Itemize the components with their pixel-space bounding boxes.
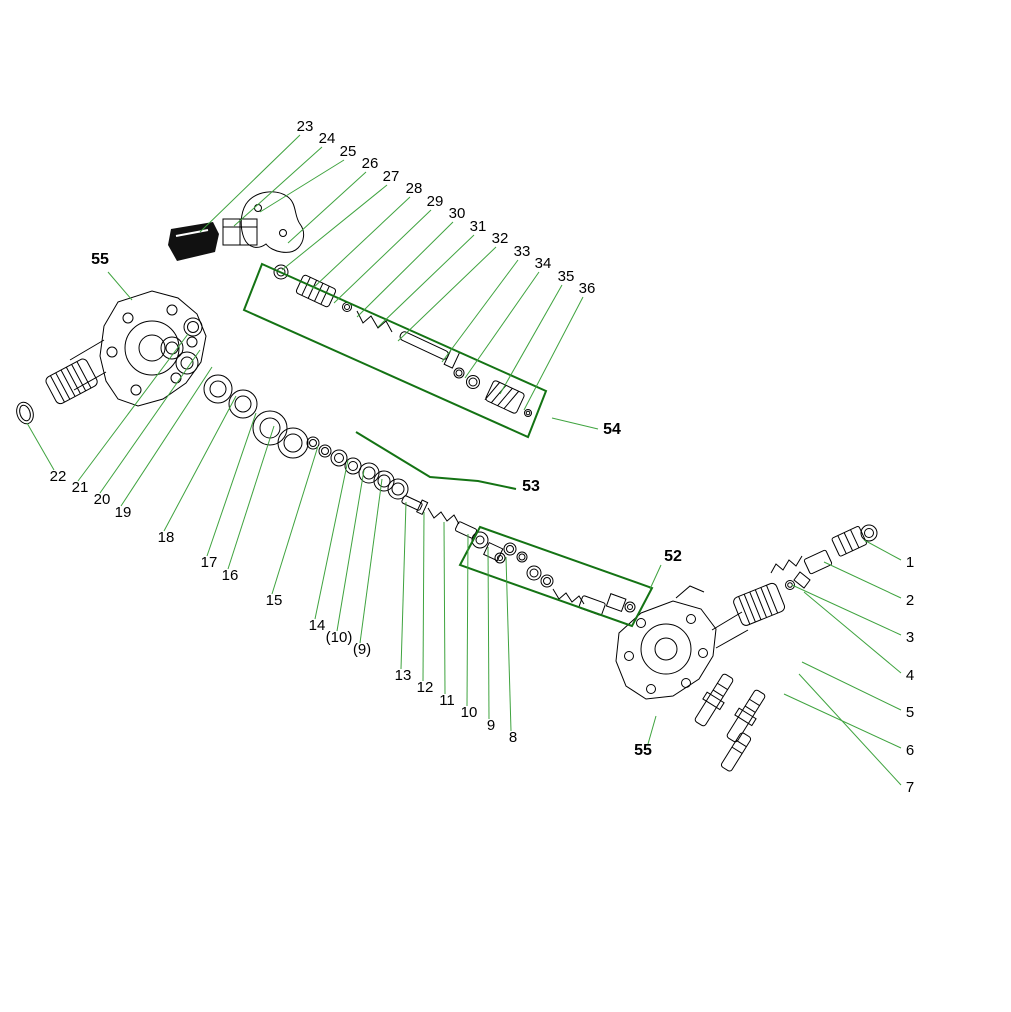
callout-30: 30	[449, 205, 466, 222]
leader-line-9	[397, 246, 497, 342]
leader-line-24	[227, 425, 275, 570]
callout-14: 14	[309, 617, 326, 634]
callout-10: 10	[461, 704, 478, 721]
leader-line-27	[336, 469, 365, 632]
callout-4: 4	[906, 667, 914, 684]
leader-line-17	[647, 715, 657, 745]
leader-line-36	[823, 561, 902, 599]
callout-labels-layer: 2324252627282930313233343536555453525522…	[50, 118, 915, 796]
leader-line-25	[271, 445, 319, 595]
callout-32: 32	[492, 230, 509, 247]
leader-line-28	[359, 478, 383, 644]
leader-line-29	[400, 501, 407, 670]
callout-35: 35	[558, 268, 575, 285]
callout-7: 7	[906, 779, 914, 796]
callout-13: 13	[395, 667, 412, 684]
callout-28: 28	[406, 180, 423, 197]
callout-16: 16	[222, 567, 239, 584]
leader-line-18	[26, 422, 55, 471]
group-53-outline	[355, 431, 517, 490]
pump-housing-left	[45, 290, 207, 407]
callout-9-paren: (9)	[353, 641, 371, 658]
outlet-valve-parts	[503, 542, 636, 616]
leader-line-2	[259, 159, 345, 213]
leader-line-39	[801, 661, 902, 711]
callout-17: 17	[201, 554, 218, 571]
leader-line-19	[77, 333, 189, 482]
callout-19: 19	[115, 504, 132, 521]
fittings-right	[770, 524, 878, 590]
callout-12: 12	[417, 679, 434, 696]
leader-line-6	[333, 209, 432, 304]
leader-line-15	[551, 417, 599, 430]
leader-line-0	[199, 134, 301, 233]
leader-line-30	[422, 511, 425, 682]
callout-25: 25	[340, 143, 357, 160]
leader-line-37	[791, 584, 902, 636]
group-label-53: 53	[522, 478, 540, 495]
callout-5: 5	[906, 704, 914, 721]
valve-kit-parts	[273, 264, 532, 417]
leader-line-16	[649, 564, 662, 590]
leader-line-14	[107, 271, 133, 301]
callout-21: 21	[72, 479, 89, 496]
leader-line-34	[505, 556, 512, 732]
leader-line-21	[120, 366, 213, 507]
group-label-55-left: 55	[91, 251, 109, 268]
callout-8: 8	[509, 729, 517, 746]
leader-line-10	[441, 259, 519, 363]
leader-line-32	[466, 533, 469, 707]
leader-line-1	[233, 146, 323, 227]
leader-line-12	[499, 284, 563, 395]
group-label-52: 52	[664, 548, 682, 565]
leader-line-35	[863, 539, 902, 561]
callout-11: 11	[439, 692, 455, 709]
group-label-55-right: 55	[634, 742, 652, 759]
pump-housing-right	[615, 582, 786, 700]
leader-line-11	[464, 271, 540, 379]
callout-27: 27	[383, 168, 400, 185]
leader-line-22	[163, 395, 237, 532]
unloader-assembly	[168, 191, 305, 261]
callout-6: 6	[906, 742, 914, 759]
leader-line-23	[206, 412, 257, 557]
callout-2: 2	[906, 592, 914, 609]
leader-line-7	[356, 221, 454, 318]
leader-line-13	[523, 296, 584, 411]
callout-3: 3	[906, 629, 914, 646]
leader-line-3	[287, 171, 367, 244]
leader-line-8	[377, 234, 475, 328]
leader-line-5	[311, 196, 411, 290]
callout-24: 24	[319, 130, 336, 147]
piston-rods	[694, 673, 766, 772]
callout-33: 33	[514, 243, 531, 260]
callout-18: 18	[158, 529, 175, 546]
callout-29: 29	[427, 193, 444, 210]
leader-line-33	[487, 546, 490, 720]
group-54-outline	[242, 262, 548, 439]
leader-line-31	[443, 521, 446, 695]
callout-23: 23	[297, 118, 314, 135]
group-52-outline	[458, 525, 654, 628]
leader-lines-layer	[26, 134, 902, 786]
callout-31: 31	[470, 218, 487, 235]
group-label-54: 54	[603, 421, 621, 438]
callout-22: 22	[50, 468, 67, 485]
callout-20: 20	[94, 491, 111, 508]
leader-line-38	[803, 591, 902, 674]
leader-line-4	[281, 184, 388, 271]
drive-train-parts	[16, 336, 506, 564]
leader-line-41	[798, 673, 902, 786]
callout-26: 26	[362, 155, 379, 172]
leader-line-26	[314, 459, 349, 620]
callout-1: 1	[906, 554, 914, 571]
callout-34: 34	[535, 255, 552, 272]
callout-15: 15	[266, 592, 283, 609]
group-outlines-layer	[242, 262, 654, 628]
callout-36: 36	[579, 280, 596, 297]
leader-line-20	[99, 349, 201, 494]
callout-9: 9	[487, 717, 495, 734]
callout-10-paren: (10)	[326, 629, 353, 646]
